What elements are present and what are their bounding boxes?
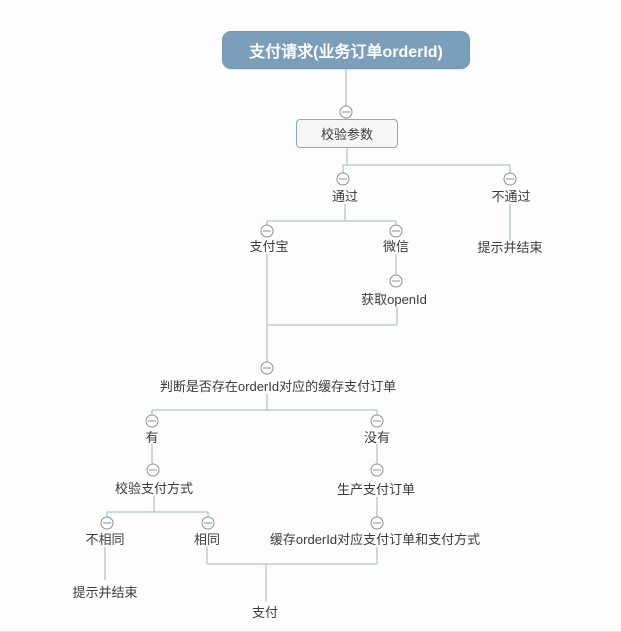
node-has[interactable]: 有 xyxy=(145,430,159,445)
connector xyxy=(266,254,398,362)
connector xyxy=(206,547,378,602)
collapse-icon[interactable] xyxy=(146,463,160,477)
collapse-icon[interactable] xyxy=(145,414,159,428)
node-wechat[interactable]: 微信 xyxy=(382,239,410,254)
node-cache-order[interactable]: 缓存orderId对应支付订单和支付方式 xyxy=(269,532,481,547)
collapse-icon[interactable] xyxy=(503,172,517,186)
connector xyxy=(151,394,378,415)
connector xyxy=(151,444,378,464)
connector xyxy=(106,496,209,517)
collapse-icon[interactable] xyxy=(370,414,384,428)
node-payment-request[interactable]: 支付请求(业务订单orderId) xyxy=(222,31,470,69)
node-check-params[interactable]: 校验参数 xyxy=(296,119,398,148)
collapse-icon[interactable] xyxy=(100,516,114,530)
node-create-pay-order[interactable]: 生产支付订单 xyxy=(336,482,416,497)
collapse-icon[interactable] xyxy=(370,516,384,530)
collapse-icon[interactable] xyxy=(336,172,350,186)
node-fail[interactable]: 不通过 xyxy=(491,189,531,204)
node-same[interactable]: 相同 xyxy=(193,532,221,547)
collapse-icon[interactable] xyxy=(339,105,353,119)
node-verify-pay-method[interactable]: 校验支付方式 xyxy=(114,481,194,496)
node-alipay[interactable]: 支付宝 xyxy=(249,239,289,254)
collapse-icon[interactable] xyxy=(260,361,274,375)
node-not-same-end[interactable]: 提示并结束 xyxy=(72,585,138,600)
node-not-same[interactable]: 不相同 xyxy=(85,532,125,547)
collapse-icon[interactable] xyxy=(260,224,274,238)
connector xyxy=(266,204,397,225)
node-pass[interactable]: 通过 xyxy=(331,189,359,204)
node-pay[interactable]: 支付 xyxy=(251,605,279,620)
node-fail-end[interactable]: 提示并结束 xyxy=(477,240,543,255)
node-has-not[interactable]: 没有 xyxy=(363,430,391,445)
collapse-icon[interactable] xyxy=(389,224,403,238)
node-judge-cache[interactable]: 判断是否存在orderId对应的缓存支付订单 xyxy=(159,379,397,394)
collapse-icon[interactable] xyxy=(389,274,403,288)
connector xyxy=(342,148,511,173)
collapse-icon[interactable] xyxy=(370,463,384,477)
node-get-openid[interactable]: 获取openId xyxy=(361,292,427,307)
collapse-icon[interactable] xyxy=(201,516,215,530)
